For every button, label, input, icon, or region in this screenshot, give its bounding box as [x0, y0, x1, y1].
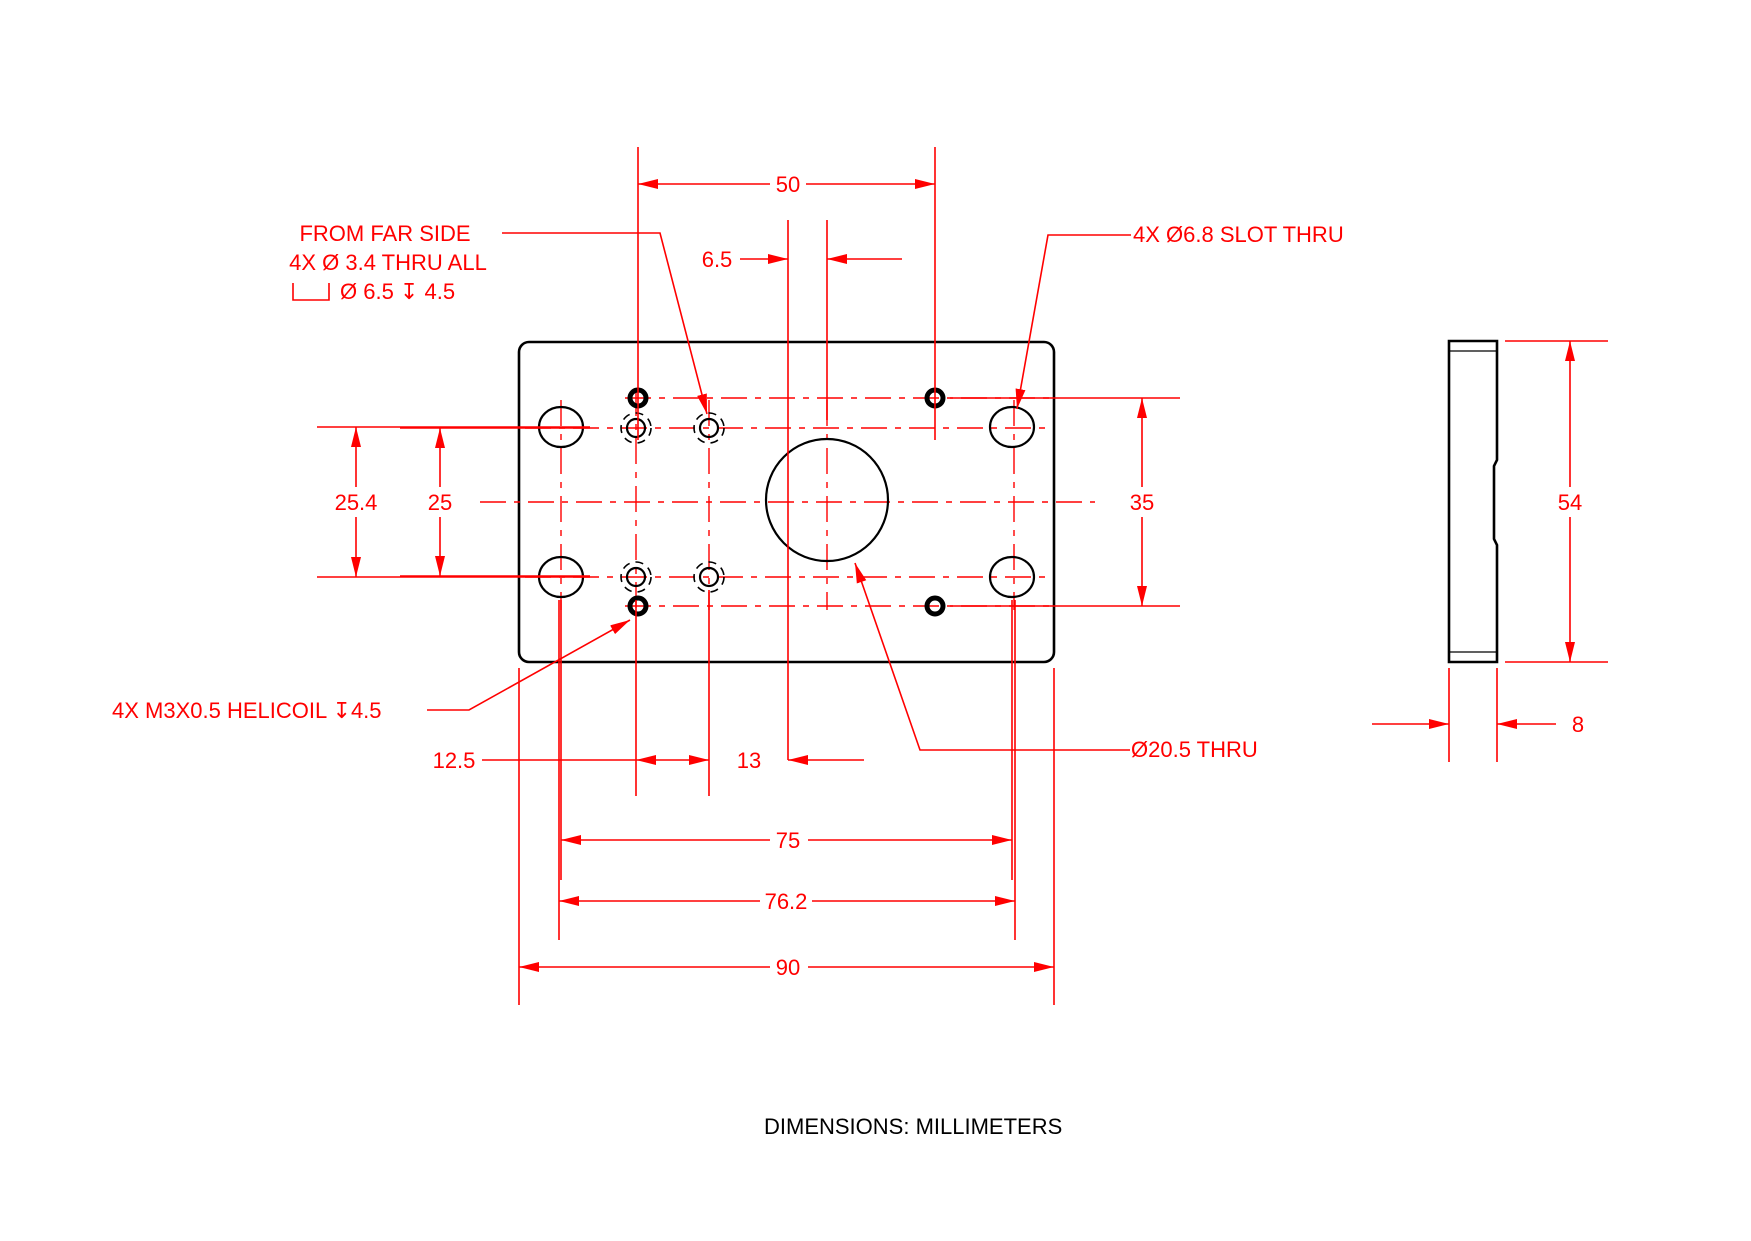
- dim-25: 25: [428, 490, 452, 515]
- note-center-hole: Ø20.5 THRU: [1131, 737, 1258, 762]
- dim-12-5: 12.5: [433, 748, 476, 773]
- dim-54: 54: [1558, 490, 1582, 515]
- dimension-lines: [317, 147, 1608, 1005]
- note-slot: 4X Ø6.8 SLOT THRU: [1133, 222, 1344, 247]
- dim-25-4: 25.4: [335, 490, 378, 515]
- annotations: FROM FAR SIDE 4X Ø 3.4 THRU ALL Ø 6.5 ↧ …: [112, 221, 1344, 762]
- leader-lines: [427, 232, 1131, 751]
- dim-75: 75: [776, 828, 800, 853]
- dim-6-5: 6.5: [702, 247, 733, 272]
- note-helicoil: 4X M3X0.5 HELICOIL ↧4.5: [112, 698, 382, 723]
- dim-35: 35: [1130, 490, 1154, 515]
- dim-13: 13: [737, 748, 761, 773]
- side-profile: [1447, 339, 1499, 664]
- dimension-labels: 50 6.5 25.4 25 35 54 12.5 13 75 76.2 90 …: [334, 172, 1586, 981]
- counterbored-holes: [620, 412, 725, 593]
- note-far-side-line2: 4X Ø 3.4 THRU ALL: [289, 250, 487, 275]
- dim-76-2: 76.2: [765, 889, 808, 914]
- side-view: [1447, 339, 1499, 664]
- dim-50: 50: [776, 172, 800, 197]
- slot-top-right: [988, 405, 1036, 449]
- dim-90: 90: [776, 955, 800, 980]
- counterbore-symbol: [292, 283, 330, 301]
- dim-8: 8: [1572, 712, 1584, 737]
- note-far-side-line3: Ø 6.5 ↧ 4.5: [340, 279, 455, 304]
- center-through-hole: [764, 437, 890, 563]
- helicoil-bottom-right: [924, 595, 946, 617]
- units-note: DIMENSIONS: MILLIMETERS: [764, 1114, 1062, 1139]
- note-far-side-line1: FROM FAR SIDE: [299, 221, 470, 246]
- slot-bottom-right: [988, 555, 1036, 599]
- helicoil-bottom-left: [627, 595, 649, 617]
